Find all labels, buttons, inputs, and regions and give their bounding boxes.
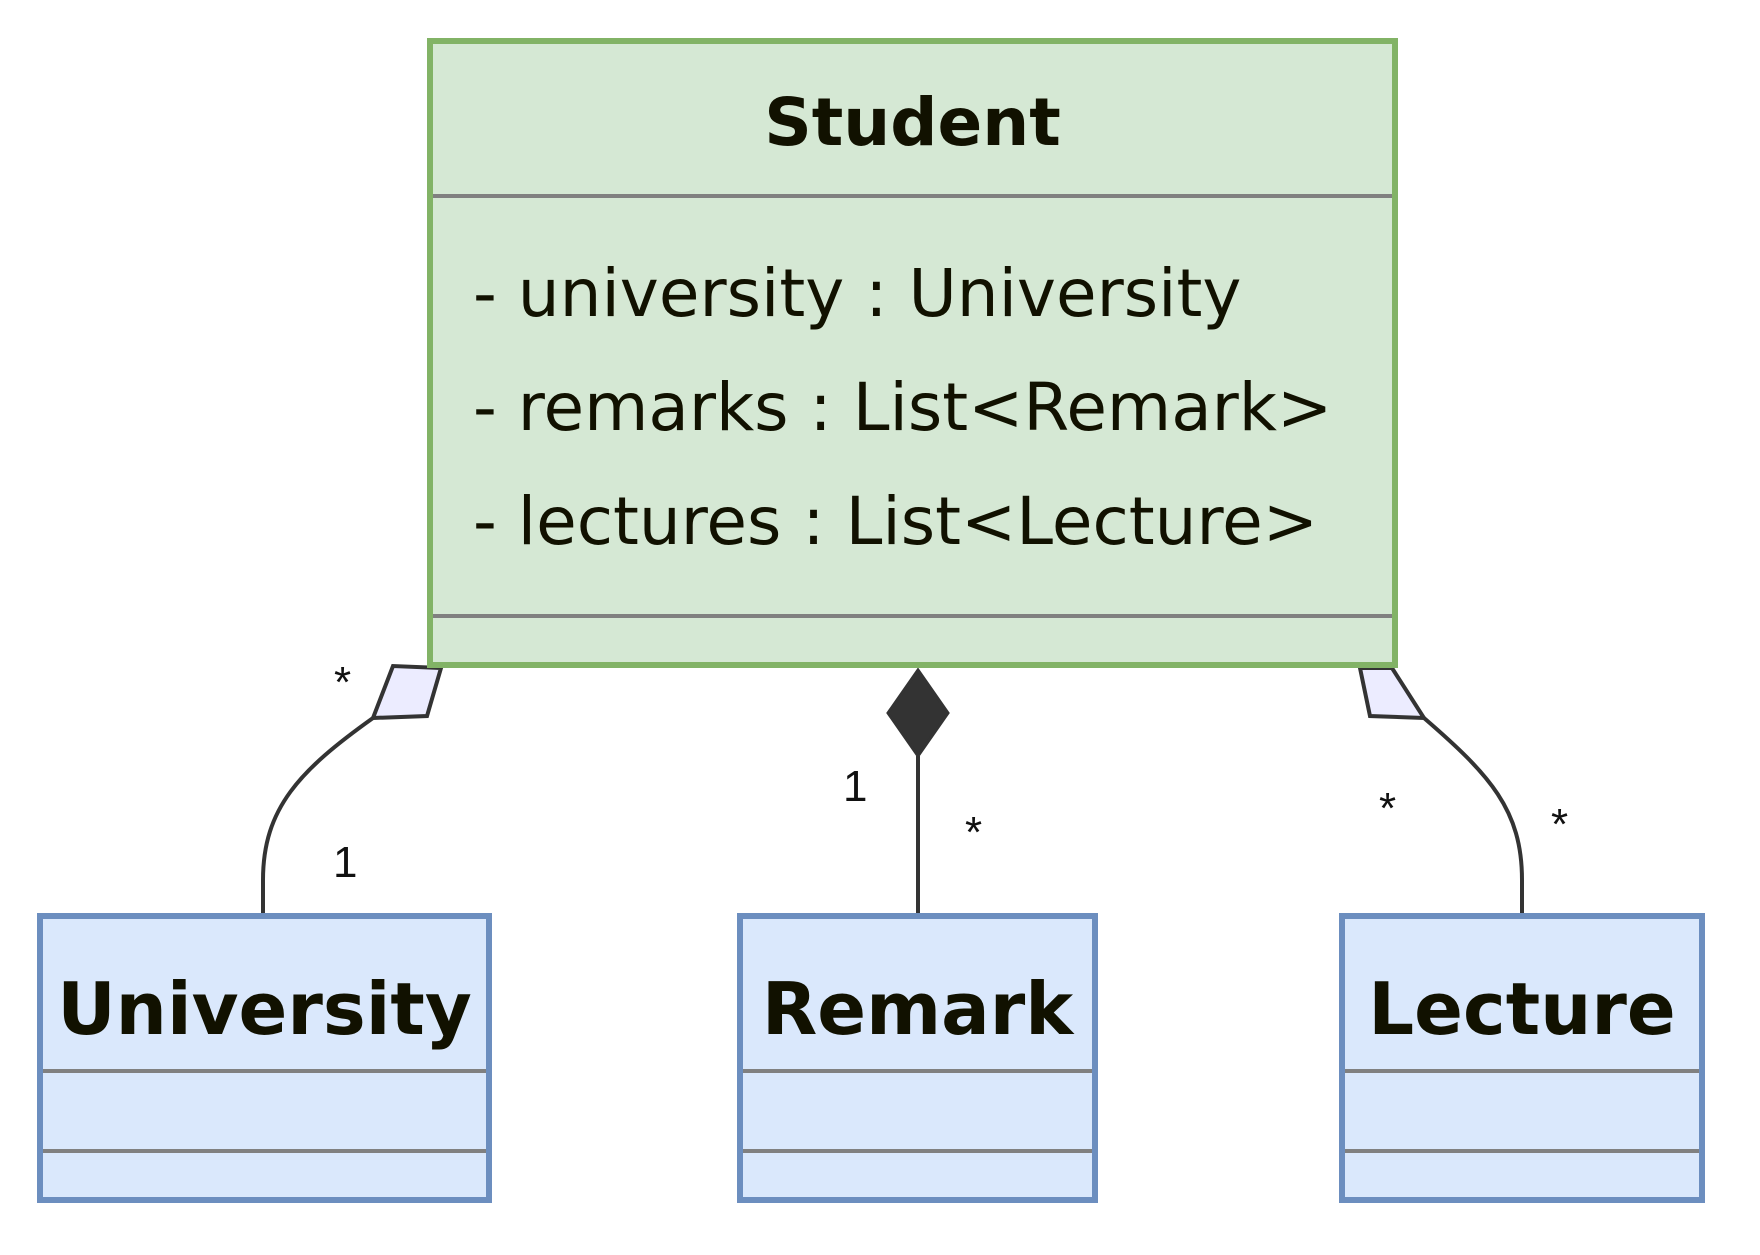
multiplicity-student-lecture: * — [1379, 784, 1397, 833]
class-university[interactable]: University — [37, 913, 492, 1203]
class-university-divider-top — [43, 1069, 486, 1073]
edge-student-university — [261, 716, 375, 913]
class-university-divider-bottom — [43, 1149, 486, 1153]
class-student[interactable]: Student - university : University - rema… — [427, 38, 1398, 668]
class-remark-divider-top — [743, 1069, 1092, 1073]
class-lecture[interactable]: Lecture — [1339, 913, 1705, 1203]
multiplicity-lecture: * — [1551, 800, 1569, 849]
multiplicity-remark: * — [965, 808, 983, 857]
class-lecture-name: Lecture — [1368, 967, 1676, 1051]
multiplicity-university: 1 — [333, 838, 358, 887]
edge-student-lecture — [1422, 716, 1524, 913]
composition-diamond-remark — [886, 667, 950, 759]
multiplicity-student-university: * — [334, 658, 352, 707]
class-student-name: Student — [764, 84, 1061, 161]
class-student-divider-bottom — [433, 614, 1392, 618]
attribute-remarks: - remarks : List<Remark> — [473, 369, 1333, 446]
class-student-divider-top — [433, 194, 1392, 198]
class-lecture-divider-top — [1345, 1069, 1699, 1073]
class-student-attributes: - university : University - remarks : Li… — [473, 254, 1332, 596]
class-lecture-divider-bottom — [1345, 1149, 1699, 1153]
attribute-lectures: - lectures : List<Lecture> — [473, 483, 1319, 560]
class-remark-divider-bottom — [743, 1149, 1092, 1153]
class-remark-name: Remark — [761, 967, 1074, 1051]
multiplicity-student-remark: 1 — [843, 762, 868, 811]
class-remark[interactable]: Remark — [737, 913, 1098, 1203]
attribute-university: - university : University — [473, 255, 1242, 332]
aggregation-diamond-lecture — [1357, 666, 1428, 721]
aggregation-diamond-university — [370, 663, 444, 721]
class-university-name: University — [57, 967, 472, 1051]
